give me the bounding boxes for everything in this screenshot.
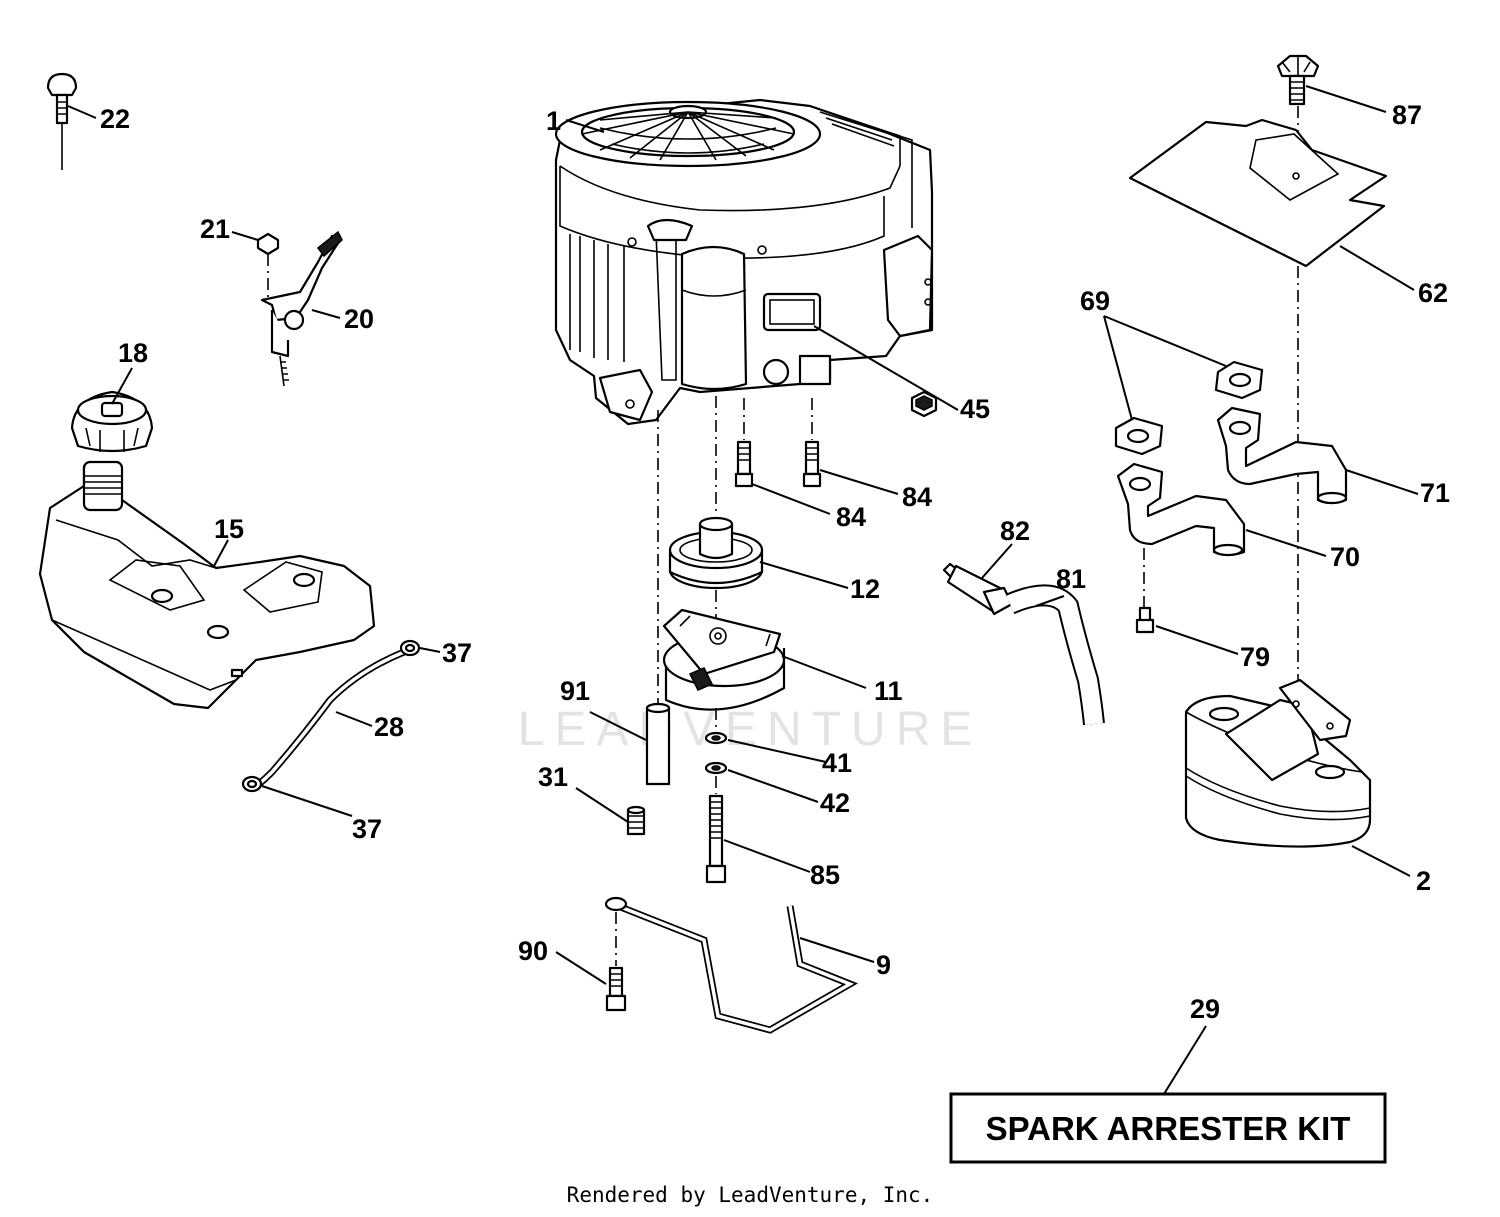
spacer-icon[interactable] <box>626 805 646 836</box>
bolt-icon[interactable] <box>802 398 822 488</box>
callout-9[interactable]: 9 <box>876 950 891 980</box>
rod-icon[interactable] <box>604 896 859 1034</box>
callout-29[interactable]: 29 <box>1190 994 1220 1024</box>
callout-12[interactable]: 12 <box>850 574 880 604</box>
callout-labels: 1 2 9 11 12 15 18 20 21 22 28 31 37 37 4… <box>100 100 1450 1024</box>
fuel-cap-icon[interactable] <box>70 390 154 453</box>
callout-11[interactable]: 11 <box>874 676 903 706</box>
heat-shield-icon[interactable] <box>1128 118 1388 268</box>
footer-credit: Rendered by LeadVenture, Inc. <box>566 1183 934 1207</box>
exhaust-pipe-left-icon[interactable] <box>1116 462 1246 557</box>
callout-69[interactable]: 69 <box>1080 286 1110 316</box>
callout-79[interactable]: 79 <box>1240 642 1270 672</box>
callout-84-left[interactable]: 84 <box>836 502 866 532</box>
fuel-line-icon[interactable] <box>254 648 406 789</box>
clamp-icon[interactable] <box>399 639 421 657</box>
clamp-icon[interactable] <box>241 775 263 793</box>
filter-icon[interactable] <box>942 562 1014 616</box>
lock-washer-icon[interactable] <box>704 761 728 775</box>
callout-41[interactable]: 41 <box>822 748 852 778</box>
spark-arrester-kit-label: SPARK ARRESTER KIT <box>986 1110 1351 1147</box>
callout-20[interactable]: 20 <box>344 304 374 334</box>
callout-45[interactable]: 45 <box>960 394 990 424</box>
bolt-icon[interactable] <box>1135 606 1155 634</box>
bolt-icon[interactable] <box>734 398 754 488</box>
spark-arrester-kit-box[interactable]: SPARK ARRESTER KIT <box>949 1092 1387 1164</box>
callout-90[interactable]: 90 <box>518 936 548 966</box>
callout-31[interactable]: 31 <box>538 762 568 792</box>
callout-81[interactable]: 81 <box>1056 564 1086 594</box>
muffler-icon[interactable] <box>1184 678 1372 848</box>
pulley-icon[interactable] <box>668 516 764 590</box>
shield-bolt-icon[interactable] <box>1276 54 1320 106</box>
knob-icon[interactable] <box>46 72 78 170</box>
throttle-bracket-icon[interactable] <box>260 230 343 387</box>
callout-2[interactable]: 2 <box>1416 866 1431 896</box>
sleeve-icon[interactable] <box>645 702 671 786</box>
engine-icon[interactable] <box>554 98 934 426</box>
screw-icon[interactable] <box>256 232 280 300</box>
callout-15[interactable]: 15 <box>214 514 244 544</box>
electric-clutch-icon[interactable] <box>662 608 786 711</box>
callout-71[interactable]: 71 <box>1420 478 1450 508</box>
nut-icon[interactable] <box>910 390 938 418</box>
callout-70[interactable]: 70 <box>1330 542 1360 572</box>
leader-lines <box>67 85 1419 1095</box>
callout-82[interactable]: 82 <box>1000 516 1030 546</box>
hose-icon[interactable] <box>1005 584 1105 726</box>
callout-85[interactable]: 85 <box>810 860 840 890</box>
callout-22[interactable]: 22 <box>100 104 130 134</box>
callout-37-lower[interactable]: 37 <box>352 814 382 844</box>
callout-87[interactable]: 87 <box>1392 100 1422 130</box>
gasket-icon[interactable] <box>1214 360 1264 400</box>
callout-1[interactable]: 1 <box>546 106 561 136</box>
callout-91[interactable]: 91 <box>560 676 590 706</box>
callout-62[interactable]: 62 <box>1418 278 1448 308</box>
callout-18[interactable]: 18 <box>118 338 148 368</box>
crank-bolt-icon[interactable] <box>705 794 727 884</box>
callout-37-upper[interactable]: 37 <box>442 638 472 668</box>
watermark: LEADVENTURE <box>518 703 983 756</box>
washer-icon[interactable] <box>704 731 728 745</box>
callout-84-right[interactable]: 84 <box>902 482 932 512</box>
callout-21[interactable]: 21 <box>200 214 230 244</box>
callout-42[interactable]: 42 <box>820 788 850 818</box>
gasket-icon[interactable] <box>1114 416 1164 456</box>
rod-bolt-icon[interactable] <box>605 912 627 1012</box>
fuel-tank-icon[interactable] <box>38 460 376 710</box>
exhaust-pipe-right-icon[interactable] <box>1216 406 1348 505</box>
callout-28[interactable]: 28 <box>374 712 404 742</box>
